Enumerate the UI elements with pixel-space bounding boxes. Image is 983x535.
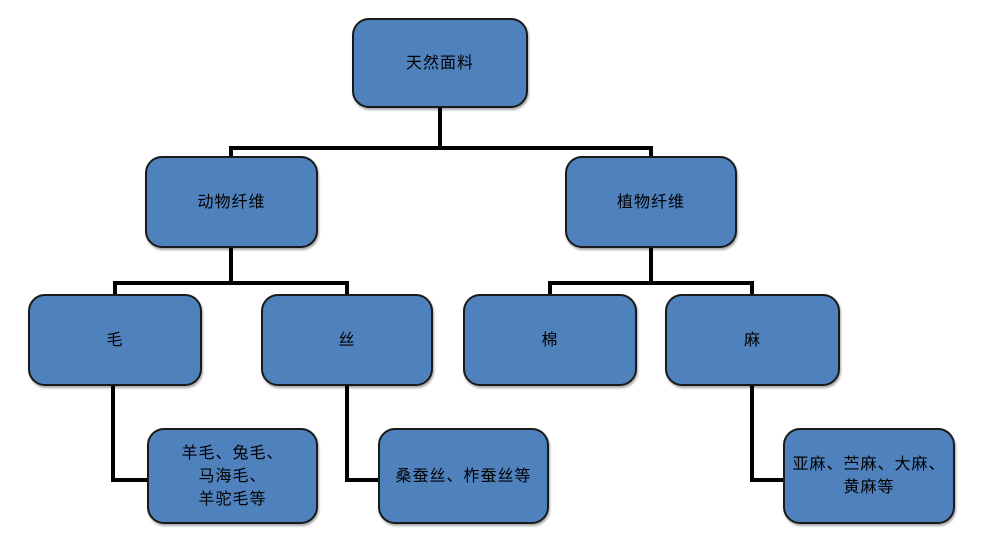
node-hemp: 麻 [665,294,840,386]
connector-cotton-stub [548,281,552,296]
node-label: 毛 [106,331,124,349]
connector-silk-examples-elbow [345,478,380,482]
connector-animal-stub [229,146,233,158]
node-label-line: 羊驼毛等 [198,490,267,508]
node-wool: 毛 [28,294,202,386]
connector-wool-examples-vertical [111,386,115,482]
connector-plant-horizontal [548,281,754,285]
connector-hemp-examples-elbow [750,478,785,482]
connector-wool-examples-elbow [111,478,149,482]
connector-wool-stub [113,281,117,296]
node-silk: 丝 [261,294,433,386]
connector-animal-vertical [229,248,233,285]
node-natural-fabric: 天然面料 [352,18,528,108]
connector-plant-stub [649,146,653,158]
connector-hemp-examples-vertical [750,386,754,482]
node-cotton: 棉 [463,294,637,386]
connector-plant-vertical [649,248,653,285]
node-label-line: 桑蚕丝、柞蚕丝等 [395,467,532,485]
node-wool-examples: 羊毛、兔毛、 马海毛、 羊驼毛等 [147,428,318,524]
node-animal-fiber: 动物纤维 [145,156,318,248]
node-label: 动物纤维 [197,193,266,211]
connector-silk-examples-vertical [345,386,349,482]
node-label-line: 亚麻、苎麻、大麻、 [792,456,946,473]
node-label-line: 羊毛、兔毛、 [181,444,284,462]
connector-level1-horizontal [229,146,653,150]
connector-animal-horizontal [113,281,349,285]
node-silk-examples: 桑蚕丝、柞蚕丝等 [378,428,549,524]
node-label: 棉 [541,331,559,349]
node-label: 丝 [338,331,356,349]
connector-root-vertical [438,108,442,150]
node-label: 天然面料 [405,54,474,72]
node-label-line: 马海毛、 [198,467,267,485]
node-hemp-examples: 亚麻、苎麻、大麻、 黄麻等 [783,428,955,524]
node-label: 植物纤维 [616,193,685,211]
connector-hemp-stub [750,281,754,296]
connector-silk-stub [345,281,349,296]
node-plant-fiber: 植物纤维 [565,156,737,248]
node-label-line: 黄麻等 [843,479,895,496]
node-label: 麻 [743,331,761,349]
